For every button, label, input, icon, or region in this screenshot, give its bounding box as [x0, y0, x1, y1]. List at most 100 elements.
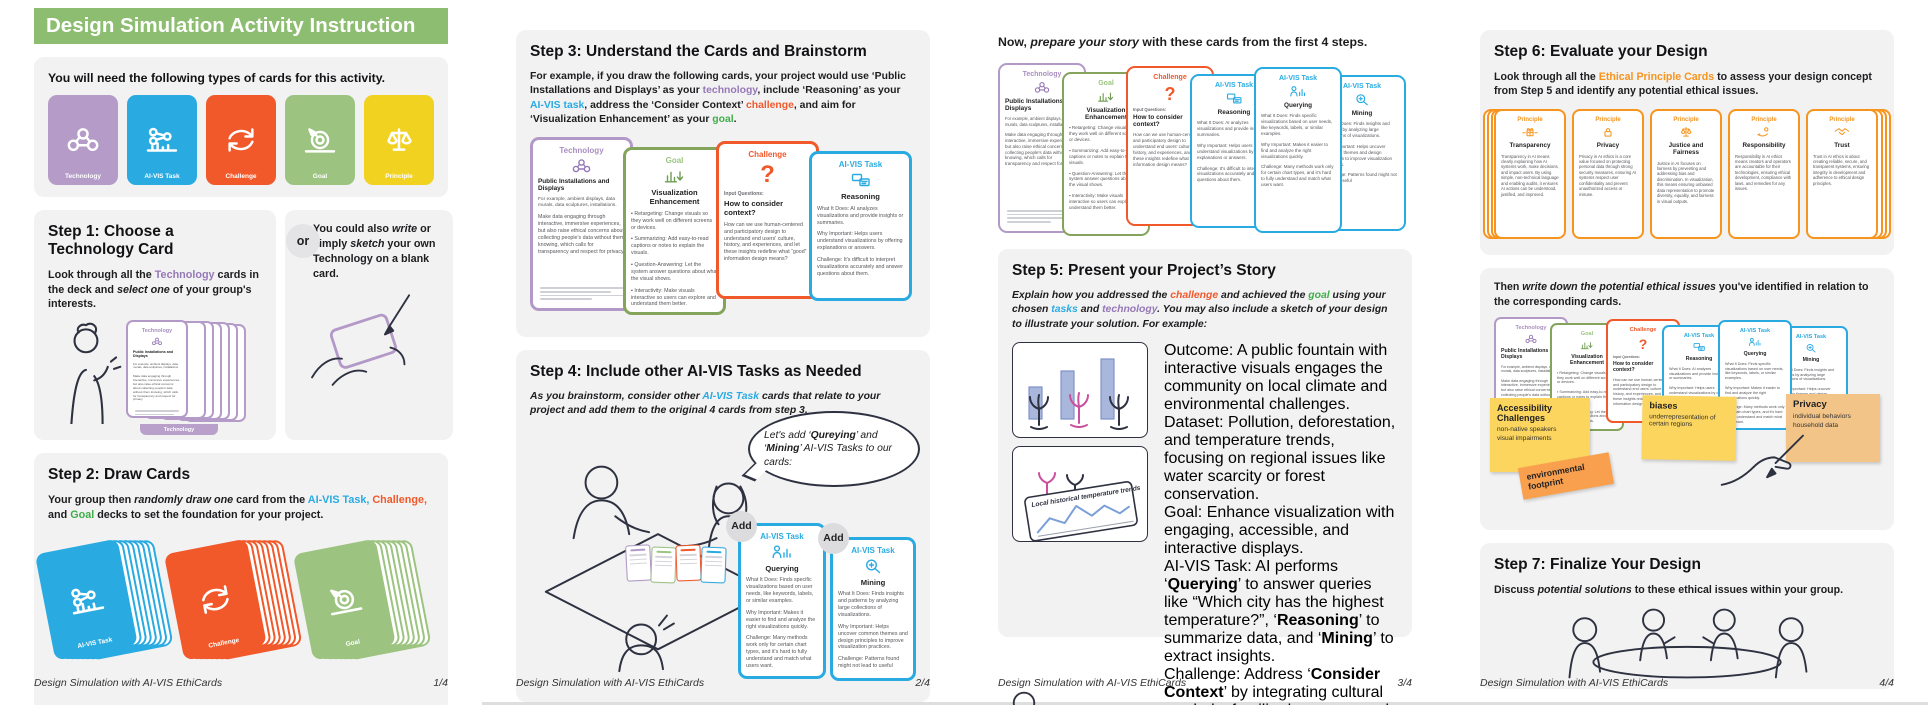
deck-row: AI-VIS Task Challenge	[35, 533, 434, 701]
step6-section: Step 6: Evaluate your Design Look throug…	[1480, 30, 1894, 256]
tiny-card-header	[630, 548, 646, 552]
card-deck-label: AI-VIS Task	[1795, 334, 1827, 341]
card-paragraph: Why Important: Helps uncover common them…	[838, 623, 908, 651]
text-segment: Your group then	[48, 494, 135, 507]
person-choosing-illustration	[70, 322, 122, 425]
question-mark: ?	[1164, 83, 1176, 104]
step2-heading: Step 2: Draw Cards	[48, 466, 191, 484]
citation-line	[540, 290, 612, 293]
card-deck-label: Technology	[1515, 325, 1547, 332]
text-segment: technology	[702, 85, 758, 97]
text-segment: of your group's interests.	[48, 283, 252, 311]
citation-line	[540, 294, 623, 297]
text-segment: Now,	[998, 35, 1031, 49]
question-mark: ?	[1638, 336, 1648, 353]
text-segment: ’ to summarize data, and ‘	[1164, 611, 1380, 647]
text-segment: sketch	[350, 237, 385, 250]
text-segment: ’ by integrating cultural symbols, famil…	[1164, 683, 1389, 705]
step3-section: Step 3: Understand the Cards and Brainst…	[516, 30, 930, 338]
card-title: Justice and Fairness	[1668, 142, 1704, 157]
text-segment: potential solutions	[1537, 583, 1632, 596]
text-segment: Look through all the	[1494, 70, 1599, 83]
cards-needed-heading: You will need the following types of car…	[48, 71, 386, 85]
card-paragraph: What It Does: Finds insights and pattern…	[838, 591, 904, 618]
card-deck-label: Principle	[1673, 117, 1699, 124]
spacer	[516, 0, 930, 30]
type-card-label: Goal	[312, 173, 328, 180]
step1-body: Look through all the Technology cards in…	[48, 268, 262, 313]
card-title: How to consider context?	[1613, 361, 1654, 374]
text-segment: Qureying	[810, 429, 856, 441]
card-bullet: ▪ Retargeting: Change visuals so they wo…	[1557, 370, 1614, 385]
text-segment: AI-VIS Task	[702, 391, 760, 403]
tiny-card-header	[656, 550, 672, 554]
card-paragraph: Why Important: Makes it easier to find a…	[1725, 386, 1780, 400]
card-paragraph: Challenge: Many methods work only for ce…	[1261, 164, 1334, 187]
footer-brand: Design Simulation with AI-VIS EthiCards	[516, 677, 705, 689]
card-title: Visualization Enhancement	[649, 188, 700, 207]
card-title: Visualization Enhancement	[1085, 106, 1127, 121]
text-segment: , address the ‘Consider Context’	[584, 99, 746, 111]
step4-section: Step 4: Include other AI-VIS Tasks as Ne…	[516, 350, 930, 703]
text-segment: Goal	[70, 509, 95, 521]
type-card-label: AI-VIS Task	[144, 173, 180, 180]
card-paragraph: What It Does: Finds insights and pattern…	[1781, 367, 1835, 382]
question-mark: ?	[760, 161, 775, 189]
text-segment: with these cards from the first 4 steps.	[1139, 35, 1368, 49]
card-subtitle: For example, ambient displays, data mura…	[1501, 364, 1557, 374]
page-number: 3/4	[1397, 677, 1412, 689]
card-paragraph: What It Does: Finds specific visualizati…	[1725, 361, 1784, 381]
card-deck-label: Principle	[1595, 117, 1621, 124]
card-paragraph: How can we use human-centered and partic…	[724, 221, 807, 263]
step2-body: Your group then randomly draw one card f…	[48, 493, 434, 523]
text-segment: , and aim for ‘Visualization Enhancement…	[530, 99, 856, 125]
card-subtitle: For example, ambient displays, data mura…	[1005, 116, 1073, 127]
step6-body: Look through all the Ethical Principle C…	[1494, 70, 1880, 99]
citation-line	[1007, 213, 1068, 216]
hand-sketching-illustration	[311, 293, 411, 386]
sticky-privacy: Privacy individual behaviors household d…	[1786, 394, 1880, 463]
card-deck-label: AI-VIS Task	[760, 531, 804, 541]
tiny-goal-card	[650, 546, 677, 584]
text-segment: to these ethical issues within your grou…	[1631, 583, 1844, 596]
principle-type-card: Principle	[364, 95, 434, 185]
technology-icon	[62, 125, 104, 155]
page-4: Step 6: Evaluate your Design Look throug…	[1446, 0, 1928, 705]
text-segment: ’ to extract insights.	[1164, 629, 1394, 665]
card-bullet: ▪ Retargeting: Change visuals so they wo…	[631, 210, 713, 231]
step4-body: As you brainstorm, consider other AI-VIS…	[530, 390, 916, 419]
card-paragraph: Make data engaging through interactive, …	[133, 374, 180, 402]
card-bullet: ▪ Retargeting: Change visuals so they wo…	[1069, 125, 1138, 143]
tiny-technology-card	[625, 544, 652, 582]
goal-deck: Goal	[292, 530, 447, 702]
scales-icon	[378, 125, 420, 155]
aivis-task-type-card: AI-VIS Task	[127, 95, 197, 185]
text-segment: You could also	[313, 223, 392, 235]
sticky-line: individual behaviors	[1793, 412, 1851, 420]
card-paragraph: Justice in AI focuses on fairness by pre…	[1657, 160, 1715, 204]
resp-icon	[1735, 126, 1793, 138]
text-segment: cards that relate to your project and	[530, 391, 881, 417]
card-paragraph: Why Important: Makes it easier to find a…	[1261, 141, 1329, 159]
text-segment: decks to set the foundation for your pro…	[94, 509, 324, 521]
page-3: Now, prepare your story with these cards…	[964, 0, 1446, 705]
page-title: Design Simulation Activity Instruction	[34, 8, 448, 44]
fountain-linechart-sketch: Local historical temperature trends	[1012, 445, 1148, 542]
step1-section: Step 1: Choose a Technology Card Look th…	[34, 210, 276, 441]
text-segment: As you brainstorm,	[530, 391, 628, 403]
text-segment: For example, if you draw the following c…	[530, 70, 906, 97]
text-segment: randomly draw one	[134, 494, 234, 507]
card-paragraph: Transparency in AI means clearly explain…	[1501, 153, 1559, 197]
card-deck-label: AI-VIS Task	[1215, 81, 1253, 89]
text-segment: using your chosen	[1012, 289, 1386, 316]
technology-type-card: Technology	[48, 95, 118, 185]
card-subtitle: For example, ambient displays, data mura…	[538, 196, 617, 208]
card-bullet: ▪ Interactivity: Make visuals interactiv…	[631, 287, 716, 308]
tiny-card-header	[706, 550, 722, 554]
step5-body: Explain how you addressed the challenge …	[1012, 289, 1398, 332]
tiny-card-line	[655, 555, 673, 558]
